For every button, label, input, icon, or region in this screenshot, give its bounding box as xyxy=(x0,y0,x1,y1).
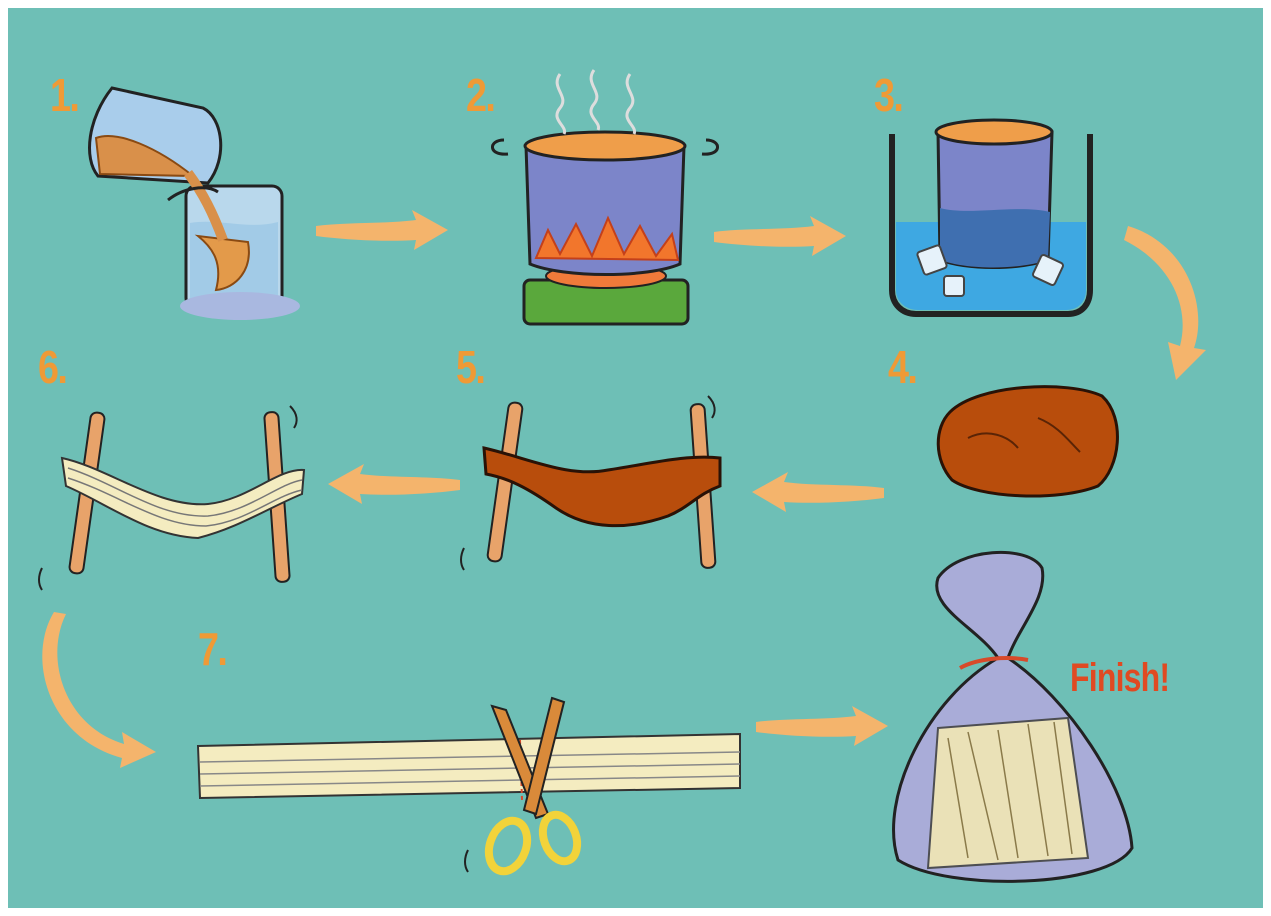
tied-bag-of-noodles-icon xyxy=(894,552,1132,881)
dough-ball-icon xyxy=(938,387,1117,496)
step-3-number: 3. xyxy=(874,72,902,118)
dried-noodles-on-rack-icon xyxy=(39,406,304,590)
arrow-step1-to-step2 xyxy=(316,210,448,250)
boiling-pot-icon xyxy=(492,70,717,324)
arrow-step6-to-step7 xyxy=(42,612,156,768)
step-6-number: 6. xyxy=(38,344,66,390)
arrow-step5-to-step6 xyxy=(328,464,460,504)
arrow-step3-to-step4 xyxy=(1124,226,1206,380)
ice-bath-pot-icon xyxy=(892,120,1090,314)
pour-noodles-into-water-icon xyxy=(90,88,300,320)
arrow-step2-to-step3 xyxy=(714,216,846,256)
step-4-number: 4. xyxy=(888,344,916,390)
step-1-number: 1. xyxy=(50,72,78,118)
arrow-step4-to-step5 xyxy=(752,472,884,512)
drying-on-rack-icon xyxy=(461,396,720,570)
step-5-number: 5. xyxy=(456,344,484,390)
finish-label: Finish! xyxy=(1070,658,1169,698)
diagram-artwork xyxy=(8,8,1263,908)
arrow-step7-to-finish xyxy=(756,706,888,746)
step-2-number: 2. xyxy=(466,72,494,118)
process-diagram: 1. 2. 3. 4. 5. 6. 7. Finish! xyxy=(8,8,1263,908)
step-7-number: 7. xyxy=(198,626,226,672)
cutting-with-scissors-icon xyxy=(198,698,740,877)
